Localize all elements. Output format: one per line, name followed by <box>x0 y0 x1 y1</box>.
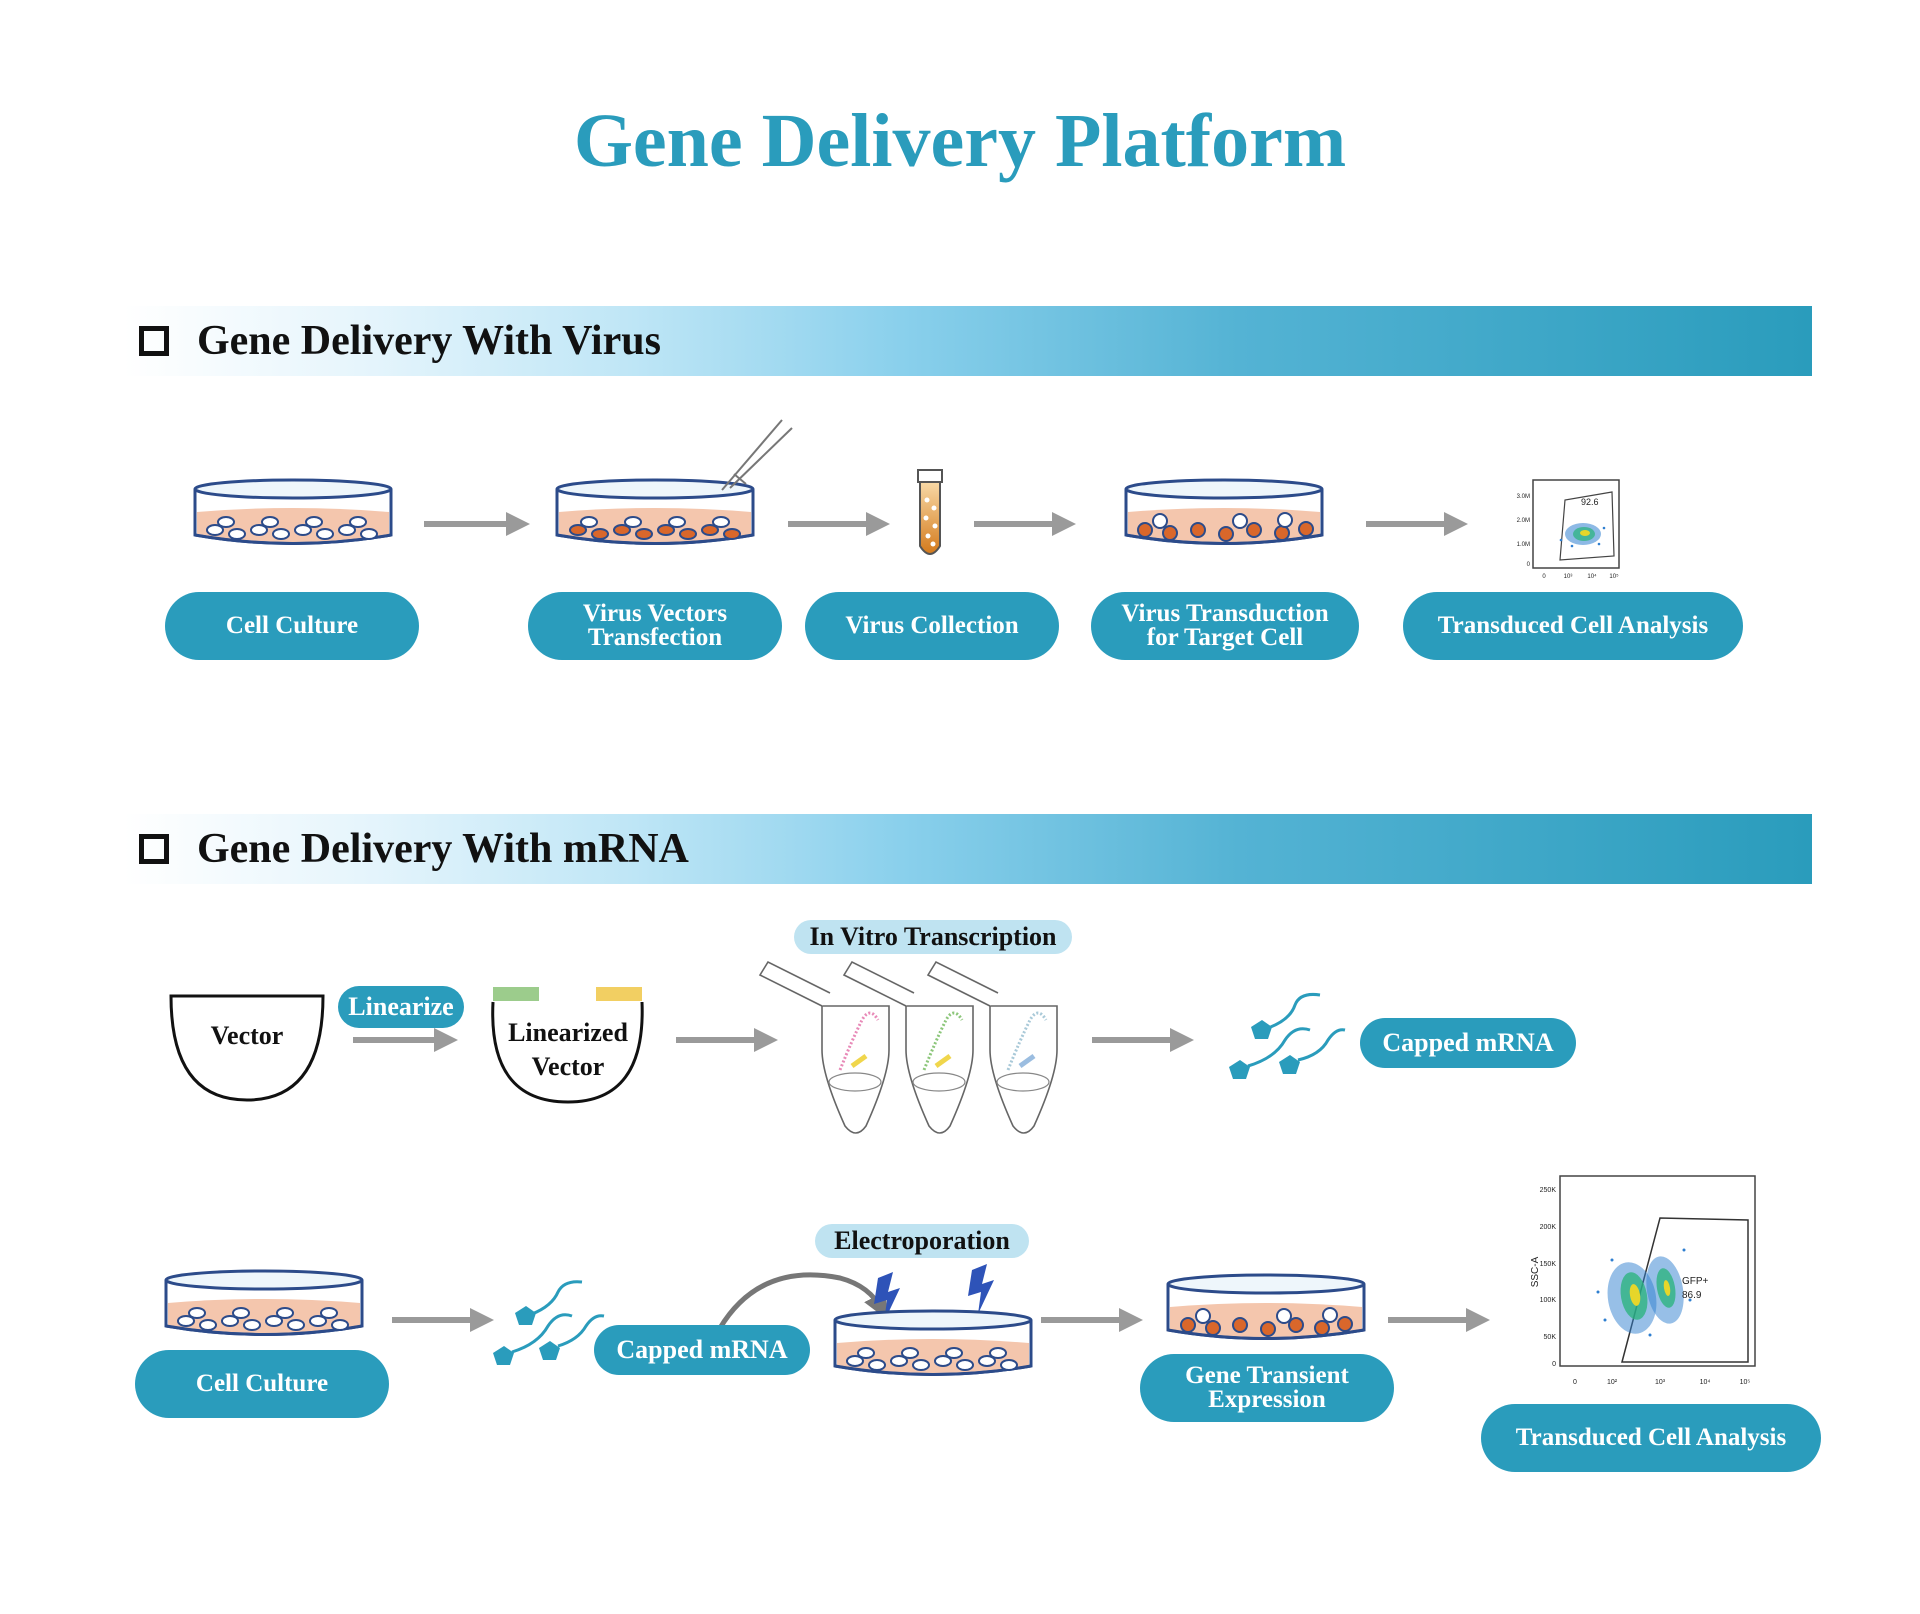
step-transduced-cell-analysis: Transduced Cell Analysis <box>1403 592 1743 660</box>
lightning-icon <box>874 1264 994 1322</box>
page-title: Gene Delivery Platform <box>573 99 1347 183</box>
pipette-icon <box>721 419 793 491</box>
mrna-icon <box>493 1280 605 1365</box>
electroporation-label: Electroporation <box>815 1224 1029 1258</box>
section-banner-virus: Gene Delivery With Virus <box>124 306 1812 376</box>
petri-dish-electroporation <box>833 1309 1033 1376</box>
gate-value: 92.6 <box>1581 497 1599 507</box>
x-tick: 10³ <box>1655 1379 1666 1386</box>
x-tick: 0 <box>1573 1379 1577 1386</box>
step-gene-transient-expression: Gene Transient Expression <box>1140 1354 1394 1422</box>
step-virus-collection: Virus Collection <box>805 592 1059 660</box>
vector-label: Vector <box>210 1021 284 1050</box>
linearize-tag: Linearize <box>338 986 464 1028</box>
y-axis-label: SSC-A <box>1530 1256 1541 1287</box>
capped-mrna-label: Capped mRNA <box>1360 1018 1576 1068</box>
y-tick: 0 <box>1552 1361 1556 1368</box>
x-tick: 10⁴ <box>1587 573 1597 580</box>
y-tick: 0 <box>1527 562 1531 568</box>
section-heading-mrna: Gene Delivery With mRNA <box>197 826 689 872</box>
petri-dish-expression <box>1166 1273 1366 1340</box>
petri-dish-transfection <box>555 419 793 545</box>
gate-value: 86.9 <box>1682 1290 1702 1301</box>
flow-cytometry-plot-mrna: GFP+ 86.9 SSC-A 250K 200K 150K 100K 50K … <box>1530 1175 1756 1386</box>
ivt-tubes-icon <box>758 960 1058 1134</box>
ivt-label: In Vitro Transcription <box>794 920 1072 954</box>
y-tick: 50K <box>1544 1334 1557 1341</box>
petri-dish-cell-culture-2 <box>164 1269 364 1336</box>
step-cell-culture-2: Cell Culture <box>135 1350 389 1418</box>
step-transduced-cell-analysis-2: Transduced Cell Analysis <box>1481 1404 1821 1472</box>
x-tick: 10² <box>1607 1379 1618 1386</box>
capped-mrna-label-2: Capped mRNA <box>594 1325 810 1375</box>
y-tick: 200K <box>1540 1224 1557 1231</box>
step-cell-culture: Cell Culture <box>165 592 419 660</box>
vector-end-yellow <box>596 987 642 1001</box>
x-tick: 10⁴ <box>1700 1379 1711 1386</box>
y-tick: 100K <box>1540 1297 1557 1304</box>
y-tick: 1.0M <box>1517 542 1530 548</box>
y-tick: 3.0M <box>1517 494 1530 500</box>
linearized-vector-label: Linearized Vector <box>508 1018 628 1081</box>
x-tick: 0 <box>1542 574 1546 580</box>
vector-shape <box>169 994 325 1102</box>
mrna-icon <box>1229 993 1346 1079</box>
petri-dish-cell-culture <box>193 478 393 545</box>
linearized-vector-shape <box>491 1001 644 1104</box>
flow-cytometry-plot-virus: 92.6 3.0M 2.0M 1.0M 0 0 10³ 10⁴ 10⁵ <box>1517 479 1620 580</box>
section-heading-virus: Gene Delivery With Virus <box>197 318 661 364</box>
y-tick: 150K <box>1540 1261 1557 1268</box>
x-tick: 10⁵ <box>1609 573 1619 580</box>
collection-tube-icon <box>917 469 943 555</box>
step-virus-vectors-transfection: Virus Vectors Transfection <box>528 592 782 660</box>
checkbox-square-icon <box>139 326 169 356</box>
x-tick: 10⁵ <box>1740 1379 1751 1386</box>
y-tick: 2.0M <box>1517 518 1530 524</box>
step-virus-transduction: Virus Transduction for Target Cell <box>1091 592 1359 660</box>
x-tick: 10³ <box>1564 574 1573 580</box>
section-banner-mrna: Gene Delivery With mRNA <box>124 814 1812 884</box>
y-tick: 250K <box>1540 1187 1557 1194</box>
petri-dish-transduction <box>1124 478 1324 545</box>
gate-label: GFP+ <box>1682 1276 1709 1287</box>
checkbox-square-icon <box>139 834 169 864</box>
vector-end-green <box>493 987 539 1001</box>
